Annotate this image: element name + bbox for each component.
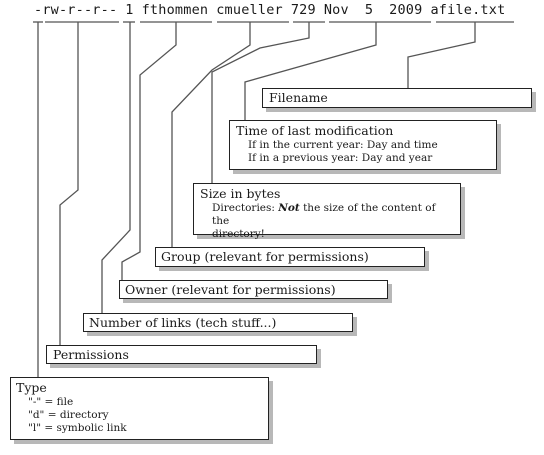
ls-group: cmueller bbox=[216, 2, 283, 18]
filename-box: Filename bbox=[262, 88, 532, 108]
owner-title: Owner (relevant for permissions) bbox=[125, 282, 336, 297]
size-line-1-b: the size of the content of the bbox=[212, 202, 436, 227]
group-box: Group (relevant for permissions) bbox=[155, 247, 425, 267]
ls-type: - bbox=[34, 2, 43, 18]
connector-size bbox=[211, 22, 310, 183]
group-title: Group (relevant for permissions) bbox=[161, 249, 369, 264]
mtime-box: Time of last modification If in the curr… bbox=[229, 120, 497, 170]
size-line-1-a: Directories: bbox=[212, 202, 279, 214]
ls-links: 1 bbox=[125, 2, 134, 18]
permissions-title: Permissions bbox=[53, 347, 129, 362]
type-box: Type "-" = file "d" = directory "l" = sy… bbox=[10, 377, 269, 440]
ls-owner: fthommen bbox=[141, 2, 209, 18]
ls-day: 5 bbox=[364, 2, 374, 18]
mtime-title: Time of last modification bbox=[236, 123, 394, 138]
ls-year: 2009 bbox=[389, 2, 423, 18]
mtime-line-2: If in a previous year: Day and year bbox=[248, 152, 433, 164]
owner-box: Owner (relevant for permissions) bbox=[119, 280, 388, 299]
connector-filename bbox=[407, 22, 476, 90]
size-line-1: Directories: Not the size of the content… bbox=[200, 202, 454, 228]
connector-mtime bbox=[244, 22, 377, 120]
size-line-2: directory! bbox=[212, 228, 265, 240]
size-line-1-emphasis: Not bbox=[278, 202, 300, 214]
ls-size: 729 bbox=[290, 2, 316, 18]
ls-month: Nov bbox=[323, 2, 349, 18]
type-line-3: "l" = symbolic link bbox=[28, 422, 127, 434]
filename-title: Filename bbox=[269, 90, 328, 105]
size-box: Size in bytes Directories: Not the size … bbox=[193, 183, 461, 240]
ls-permissions: rw-r--r-- bbox=[42, 2, 118, 18]
links-title: Number of links (tech stuff...) bbox=[89, 315, 277, 330]
size-title: Size in bytes bbox=[200, 186, 281, 201]
type-line-1: "-" = file bbox=[28, 396, 74, 408]
type-title: Type bbox=[16, 380, 47, 395]
connector-group bbox=[171, 22, 251, 247]
connector-permissions bbox=[59, 22, 79, 345]
connector-links bbox=[101, 22, 131, 313]
ls-output-line: -rw-r--r-- 1 fthommen cmueller 729 Nov 5 2009 af… bbox=[34, 2, 505, 18]
permissions-box: Permissions bbox=[46, 345, 317, 364]
ls-filename: afile.txt bbox=[430, 2, 506, 18]
mtime-line-1: If in the current year: Day and time bbox=[248, 139, 438, 151]
connector-owner bbox=[121, 22, 177, 280]
type-line-2: "d" = directory bbox=[28, 409, 109, 421]
links-box: Number of links (tech stuff...) bbox=[83, 313, 353, 332]
